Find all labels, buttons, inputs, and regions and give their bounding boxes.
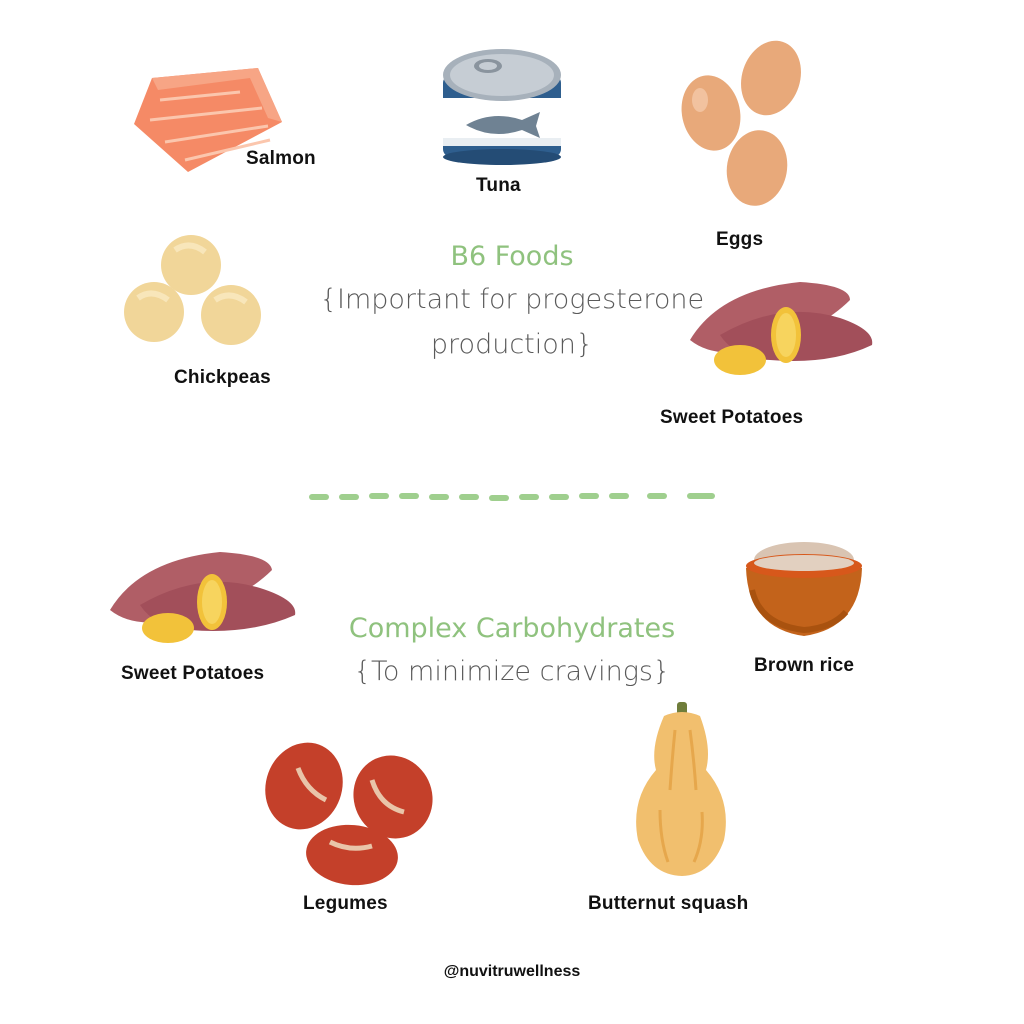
sweet-potatoes-icon bbox=[690, 282, 873, 375]
butternut-squash-label: Butternut squash bbox=[588, 893, 749, 914]
carbs-title: Complex Carbohydrates bbox=[348, 613, 676, 644]
salmon-label: Salmon bbox=[246, 148, 316, 169]
legumes-icon bbox=[265, 742, 433, 886]
sweet-potatoes-label-top: Sweet Potatoes bbox=[660, 407, 804, 428]
b6-subtitle-line2: production} bbox=[430, 329, 594, 360]
b6-subtitle-line1: {Important for progesterone bbox=[319, 284, 705, 315]
carbs-subtitle: {To minimize cravings} bbox=[353, 656, 671, 687]
legumes-label: Legumes bbox=[303, 893, 388, 914]
chickpeas-icon bbox=[124, 235, 261, 345]
brown-rice-label: Brown rice bbox=[754, 655, 855, 676]
tuna-can-icon bbox=[443, 49, 561, 165]
salmon-icon bbox=[134, 68, 282, 172]
b6-title: B6 Foods bbox=[450, 241, 574, 272]
sweet-potatoes-icon bbox=[110, 552, 296, 643]
sweet-potatoes-label-bottom: Sweet Potatoes bbox=[121, 663, 265, 684]
eggs-icon bbox=[681, 40, 801, 206]
tuna-label: Tuna bbox=[476, 175, 521, 196]
brown-rice-bowl-icon bbox=[746, 542, 862, 636]
dashed-divider bbox=[309, 493, 715, 501]
butternut-squash-icon bbox=[636, 702, 726, 876]
social-handle: @nuvitruwellness bbox=[443, 963, 581, 980]
chickpeas-label: Chickpeas bbox=[174, 367, 271, 388]
eggs-label: Eggs bbox=[716, 229, 764, 250]
